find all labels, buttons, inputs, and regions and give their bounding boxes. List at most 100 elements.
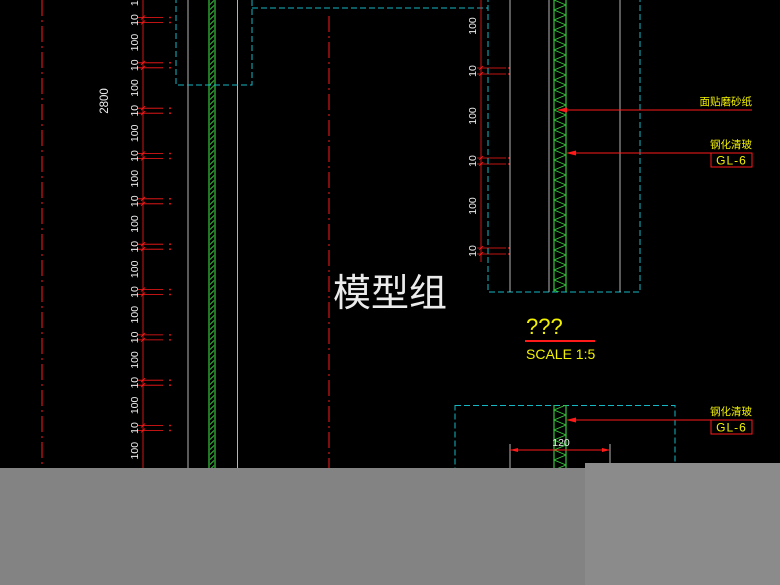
tick-slash xyxy=(140,201,146,207)
extension-dot xyxy=(169,107,171,110)
glass-zigzag-hatch xyxy=(554,0,566,292)
elevation-left: 2800 100 10 100 10 100 10 100 10 100 10 100 10 100 10… xyxy=(41,0,488,468)
dimension-tick-pair xyxy=(477,65,510,77)
extension-dot xyxy=(169,197,171,200)
dimension-tick-pair xyxy=(138,151,171,161)
dimension-tick-pair xyxy=(138,423,171,433)
dimension-arrow-left xyxy=(510,448,518,452)
tick-slash xyxy=(140,332,146,338)
overall-dimension-label: 2800 xyxy=(99,88,111,114)
dimension-label: 10 xyxy=(129,195,141,207)
extension-dot xyxy=(169,202,171,205)
extension-dot xyxy=(169,243,171,246)
dimension-label: 10 xyxy=(467,65,479,77)
dimension-label: 100 xyxy=(467,197,479,215)
leader-arrow xyxy=(566,150,576,156)
dimension-tick-pair xyxy=(138,60,171,71)
extension-dot xyxy=(508,67,510,69)
tick-slash xyxy=(478,71,484,77)
tick-slash xyxy=(140,377,146,383)
extension-dot xyxy=(169,152,171,155)
extension-dot xyxy=(169,429,171,432)
dimension-label: 10 xyxy=(129,105,141,117)
dimension-tick-pair xyxy=(138,332,171,343)
tick-slash xyxy=(140,382,146,388)
material-code-box xyxy=(710,152,753,168)
tick-slash xyxy=(140,151,146,156)
dimension-label: 10 xyxy=(129,14,141,26)
watermark-text: 模型组 xyxy=(333,271,447,315)
glass-zigzag-hatch-lower xyxy=(554,405,566,468)
detail-scale-text: SCALE 1:5 xyxy=(526,346,595,362)
tick-slash xyxy=(140,196,146,202)
extension-dot xyxy=(169,248,171,251)
tick-slash xyxy=(140,428,146,433)
tick-slash xyxy=(478,245,484,251)
tick-slash xyxy=(140,287,146,292)
extension-dot xyxy=(169,424,171,427)
tick-slash xyxy=(140,15,146,20)
tick-slash xyxy=(140,241,146,247)
dimension-label-120: 120 xyxy=(552,437,570,449)
tick-slash xyxy=(140,337,146,343)
dimension-tick-pair xyxy=(477,245,510,257)
dimension-label: 10 xyxy=(129,331,141,343)
dimension-label: 10 xyxy=(129,150,141,162)
leader-arrow xyxy=(557,107,567,113)
tick-slash xyxy=(140,105,146,111)
callout-tempered-glass: 钢化清玻 GL-6 xyxy=(566,138,753,168)
dimension-tick-pair xyxy=(138,377,171,388)
tick-slash xyxy=(478,155,484,161)
dimension-tick-pair xyxy=(138,105,171,116)
dimension-label: 100 xyxy=(129,170,141,188)
dimension-tick-pair xyxy=(477,155,510,167)
extension-dot xyxy=(169,334,171,336)
material-code-box xyxy=(710,419,753,435)
detail-title-text: ??? xyxy=(526,314,563,339)
extension-dot xyxy=(169,157,171,160)
dimension-label: 100 xyxy=(129,260,141,278)
dimension-label: 10 xyxy=(129,241,141,253)
tick-slash xyxy=(140,156,146,161)
dimension-label: 100 xyxy=(129,306,141,324)
bottom-gray-band-inset xyxy=(585,463,780,585)
glass-hatch-left xyxy=(209,0,215,468)
dimension-label: 100 xyxy=(129,34,141,52)
extension-dot xyxy=(169,112,171,115)
dimension-label: 10 xyxy=(129,422,141,434)
callout-tempered-glass-lower: 钢化清玻 GL-6 xyxy=(566,405,753,435)
dimension-label: 100 xyxy=(129,442,141,460)
dimension-tick-pair xyxy=(138,287,171,297)
extension-dot xyxy=(508,163,510,165)
dimension-label: 10 xyxy=(467,155,479,167)
dimension-label: 100 xyxy=(467,107,479,125)
extension-dot xyxy=(169,61,171,64)
dimension-arrow-right xyxy=(602,448,610,452)
section-bottom-right: 120 钢化清玻 GL-6 xyxy=(454,405,753,468)
cad-drawing-canvas: 2800 100 10 100 10 100 10 100 10 100 10 100 10 100 10… xyxy=(41,0,753,468)
callout-frosted-film: 面贴磨砂纸 xyxy=(557,95,752,113)
extension-dot xyxy=(169,384,171,387)
extension-dot xyxy=(508,157,510,159)
dimension-label: 10 xyxy=(129,59,141,71)
tick-slash xyxy=(140,20,146,25)
tick-slash xyxy=(140,65,146,71)
tick-slash xyxy=(478,161,484,167)
dimension-label: 10 xyxy=(129,286,141,298)
callout-label: 面贴磨砂纸 xyxy=(700,95,753,108)
dimension-tick-pair xyxy=(138,15,171,25)
dimension-label: 100 xyxy=(129,124,141,142)
dimension-chain-left: 1001010010100101001010010100101001010010… xyxy=(129,0,171,459)
extension-dot xyxy=(169,339,171,341)
extension-dot xyxy=(508,73,510,75)
cabinet-outline-dashed xyxy=(175,0,253,86)
callout-label: 钢化清玻 xyxy=(710,138,752,151)
dimension-label: 10 xyxy=(129,377,141,389)
extension-dot xyxy=(508,247,510,249)
tick-slash xyxy=(140,60,146,66)
extension-dot xyxy=(169,16,171,19)
tick-slash xyxy=(140,292,146,297)
tick-slash xyxy=(140,423,146,428)
